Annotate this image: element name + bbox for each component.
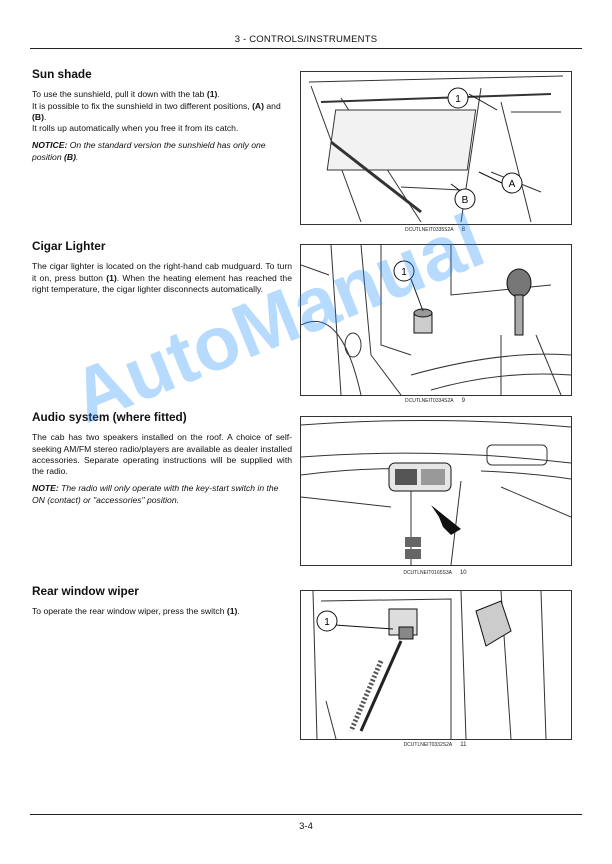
section-title: Sun shade [32,67,92,81]
figure-cigar-lighter: 1 [300,244,572,396]
paragraph: To use the sunshield, pull it down with … [32,89,220,100]
section-cigar-lighter: Cigar Lighter The cigar lighter is locat… [32,239,292,301]
note: NOTE: The radio will only operate with t… [32,483,279,505]
figure-rear-wiper: 1 [300,590,572,740]
paragraph: The cigar lighter is located on the righ… [32,261,292,294]
paragraph: The cab has two speakers installed on th… [32,432,292,477]
section-title: Audio system (where fitted) [32,410,187,424]
section-rear-window-wiper: Rear window wiper To operate the rear wi… [32,584,292,624]
figure-sun-shade: 1 A B [300,71,572,225]
page-number: 3-4 [299,821,313,832]
paragraph: It is possible to fix the sunshield in t… [32,100,281,122]
footer-rule [30,814,582,815]
callout-1: 1 [455,94,461,105]
header-rule [30,48,582,49]
section-sun-shade: Sun shade To use the sunshield, pull it … [32,67,292,169]
callout-1: 1 [401,267,407,278]
page-header: 3 - CONTROLS/INSTRUMENTS [234,34,378,45]
section-title: Cigar Lighter [32,239,106,253]
section-title: Rear window wiper [32,584,139,598]
paragraph: To operate the rear window wiper, press … [32,606,240,617]
callout-a: A [509,179,516,190]
section-audio-system: Audio system (where fitted) The cab has … [32,410,292,512]
callout-b: B [462,195,469,206]
figure-audio-system [300,416,572,566]
paragraph: It rolls up automatically when you free … [32,123,239,134]
callout-1: 1 [324,617,330,628]
notice: NOTICE: On the standard version the suns… [32,140,266,162]
